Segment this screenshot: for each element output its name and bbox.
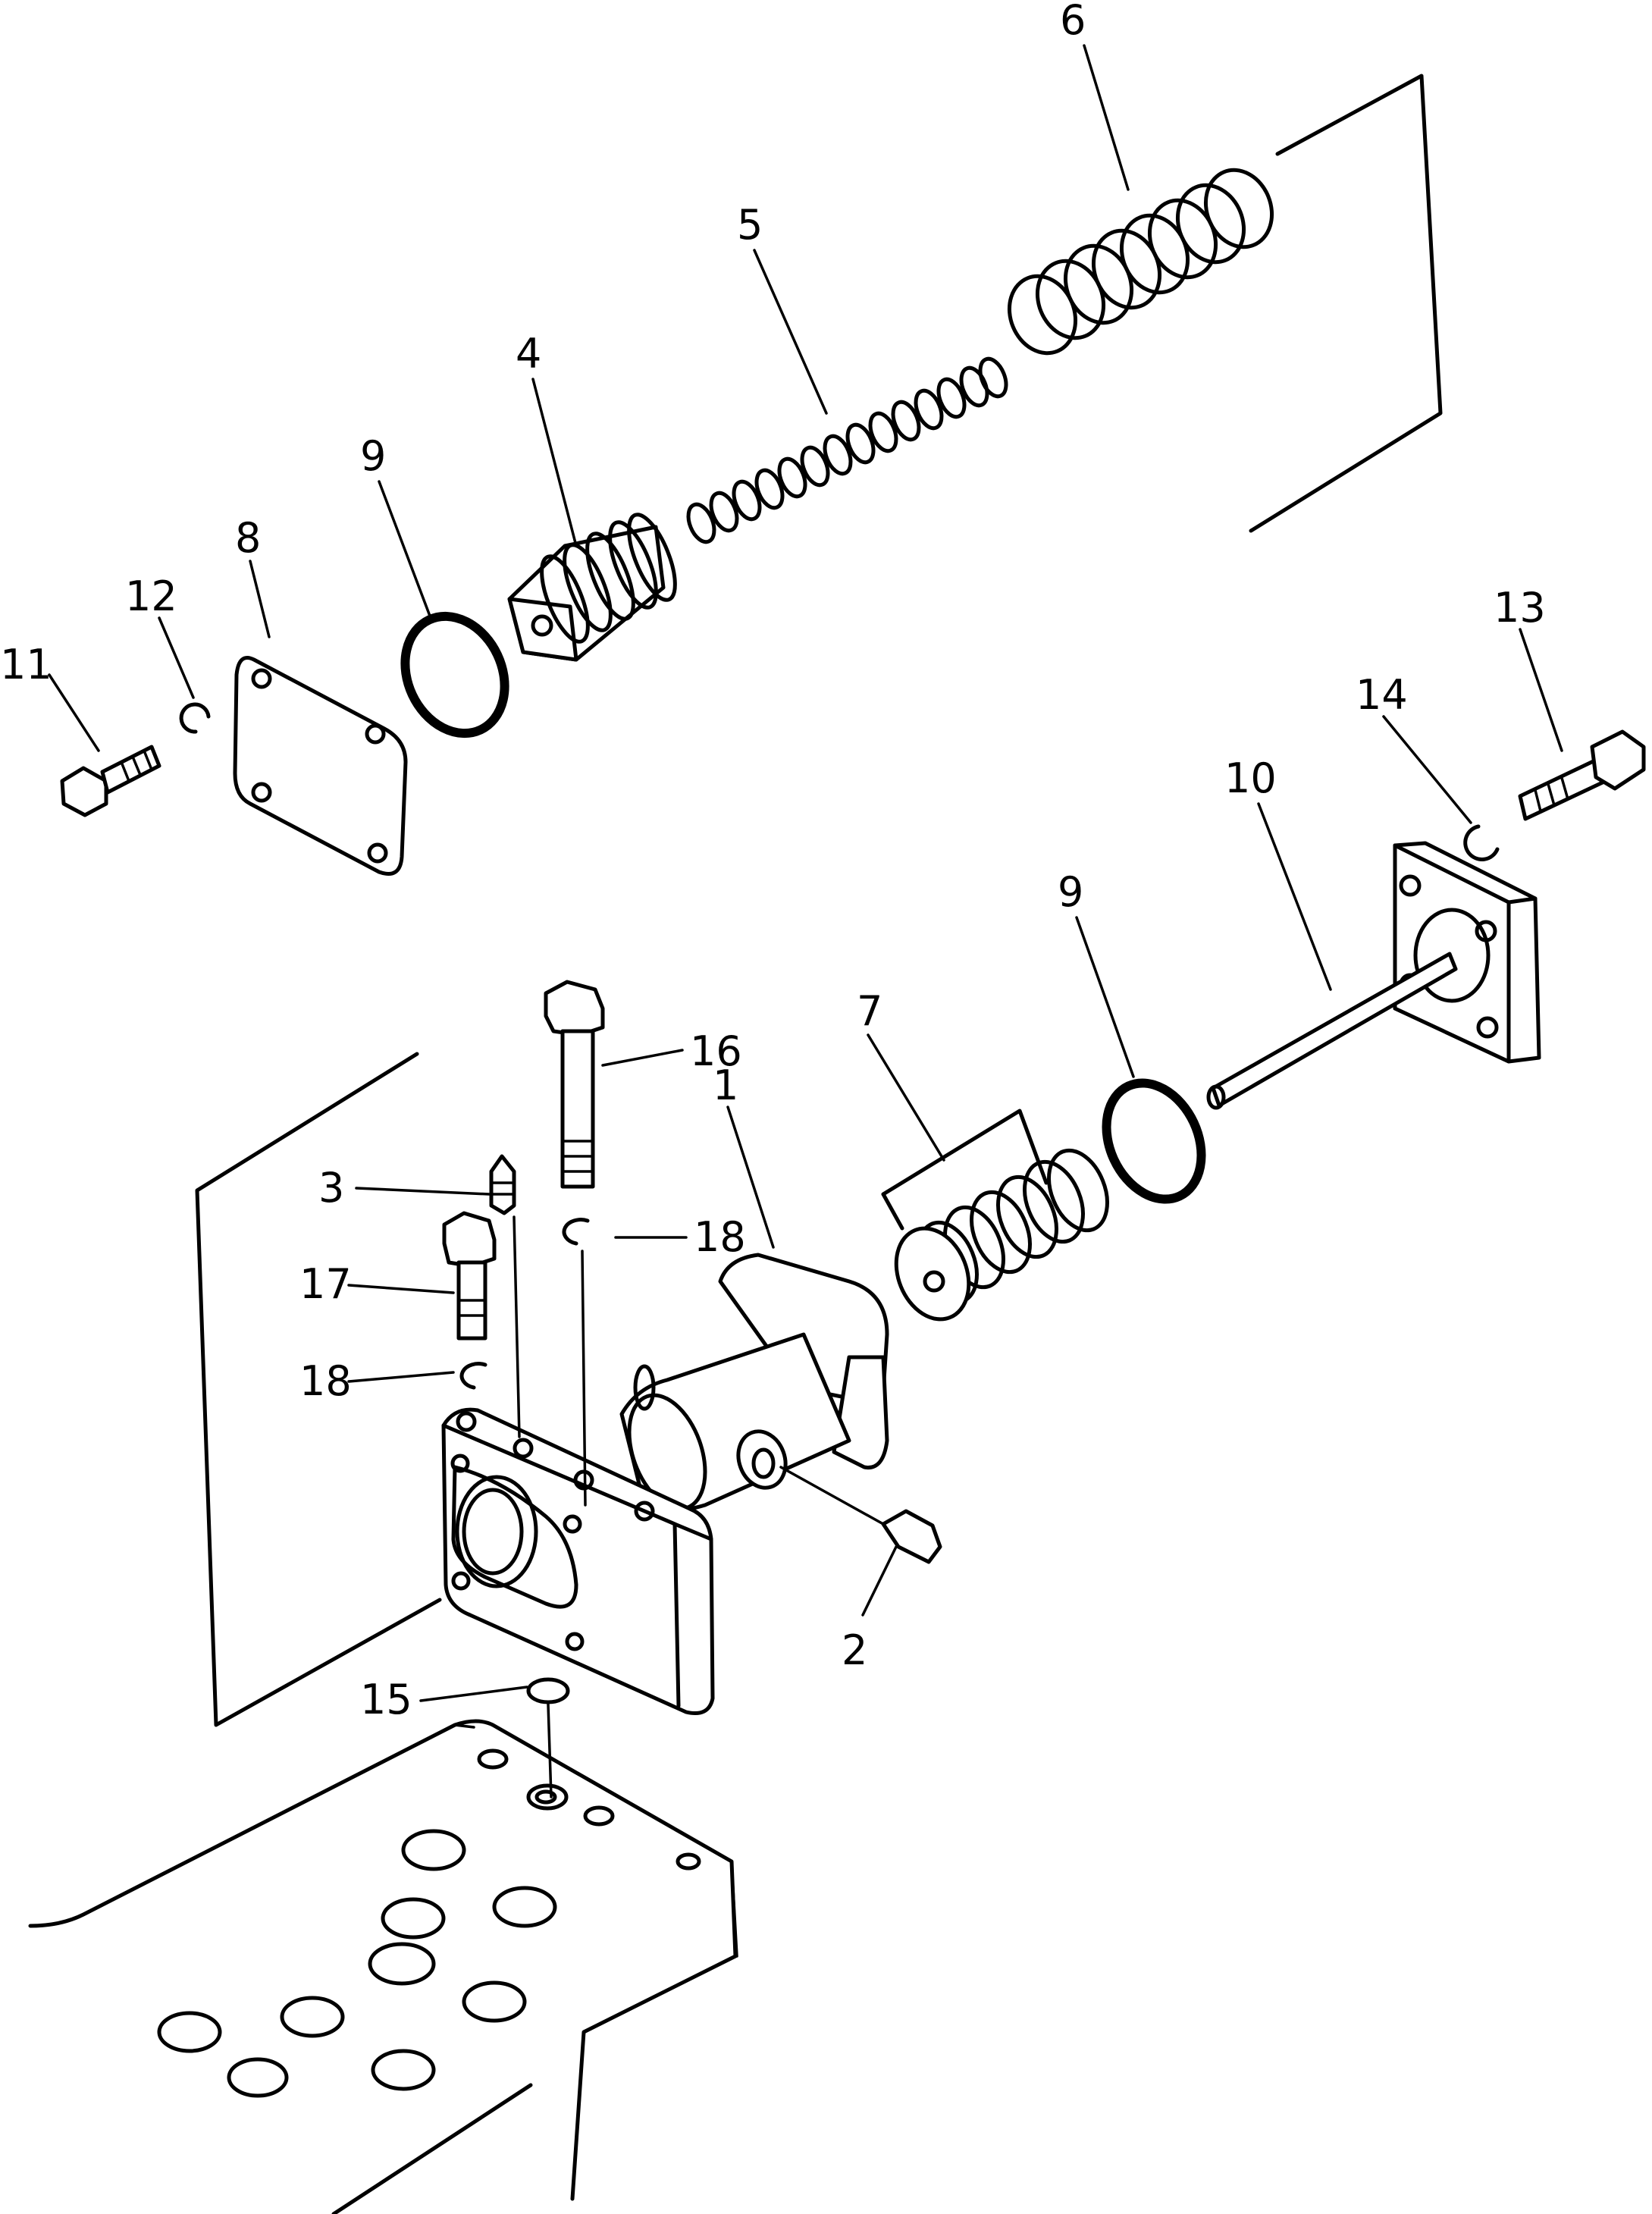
callout-13: 13 bbox=[1494, 584, 1546, 632]
part-18-lock-washer-upper bbox=[562, 1218, 590, 1246]
callout-6: 6 bbox=[1060, 0, 1086, 44]
part-1-valve-body bbox=[441, 1253, 889, 1715]
callout-7: 7 bbox=[857, 987, 882, 1035]
callout-4: 4 bbox=[516, 330, 541, 378]
part-18-lock-washer-lower bbox=[459, 1362, 487, 1390]
callout-18-lower: 18 bbox=[299, 1357, 352, 1405]
part-9-o-ring-lower bbox=[1102, 1078, 1206, 1204]
callout-labels: 6 5 4 9 8 12 11 13 14 10 9 7 16 1 3 18 1… bbox=[0, 0, 1546, 1723]
callout-12: 12 bbox=[125, 572, 177, 620]
assembly-frame-lines bbox=[195, 74, 1443, 1727]
callout-15: 15 bbox=[360, 1676, 412, 1723]
callout-11: 11 bbox=[0, 641, 52, 688]
part-14-lock-washer bbox=[1463, 824, 1500, 861]
base-housing bbox=[28, 1719, 738, 2214]
callout-9-lower: 9 bbox=[1058, 868, 1083, 916]
part-12-lock-washer bbox=[179, 702, 211, 734]
part-3-plug bbox=[489, 1154, 521, 1438]
callout-2: 2 bbox=[842, 1626, 867, 1674]
part-4-piston bbox=[507, 513, 677, 662]
part-2-plug bbox=[779, 1466, 942, 1564]
part-10-rod-flange bbox=[1206, 841, 1541, 1110]
part-13-bolt bbox=[1518, 729, 1646, 821]
callout-1: 1 bbox=[713, 1062, 738, 1109]
part-9-o-ring-upper bbox=[400, 611, 509, 739]
leader-lines bbox=[48, 44, 1563, 1702]
callout-16: 16 bbox=[690, 1027, 742, 1075]
callout-8: 8 bbox=[235, 514, 261, 562]
callout-9-upper: 9 bbox=[360, 432, 386, 480]
callout-3: 3 bbox=[318, 1164, 344, 1212]
callout-5: 5 bbox=[737, 201, 763, 249]
part-7-spring-pack bbox=[881, 1109, 1109, 1322]
part-11-bolt bbox=[60, 745, 161, 817]
part-8-cover-plate bbox=[233, 656, 408, 876]
part-17-short-bolt bbox=[442, 1211, 497, 1341]
part-16-long-bolt bbox=[544, 980, 605, 1189]
callout-10: 10 bbox=[1224, 754, 1277, 802]
callout-17: 17 bbox=[299, 1260, 352, 1308]
part-6-large-spring bbox=[1007, 168, 1274, 356]
callout-14: 14 bbox=[1356, 671, 1408, 719]
callout-18-upper: 18 bbox=[694, 1213, 746, 1261]
part-15-small-o-ring bbox=[526, 1677, 570, 1798]
part-5-small-spring bbox=[686, 356, 1008, 544]
